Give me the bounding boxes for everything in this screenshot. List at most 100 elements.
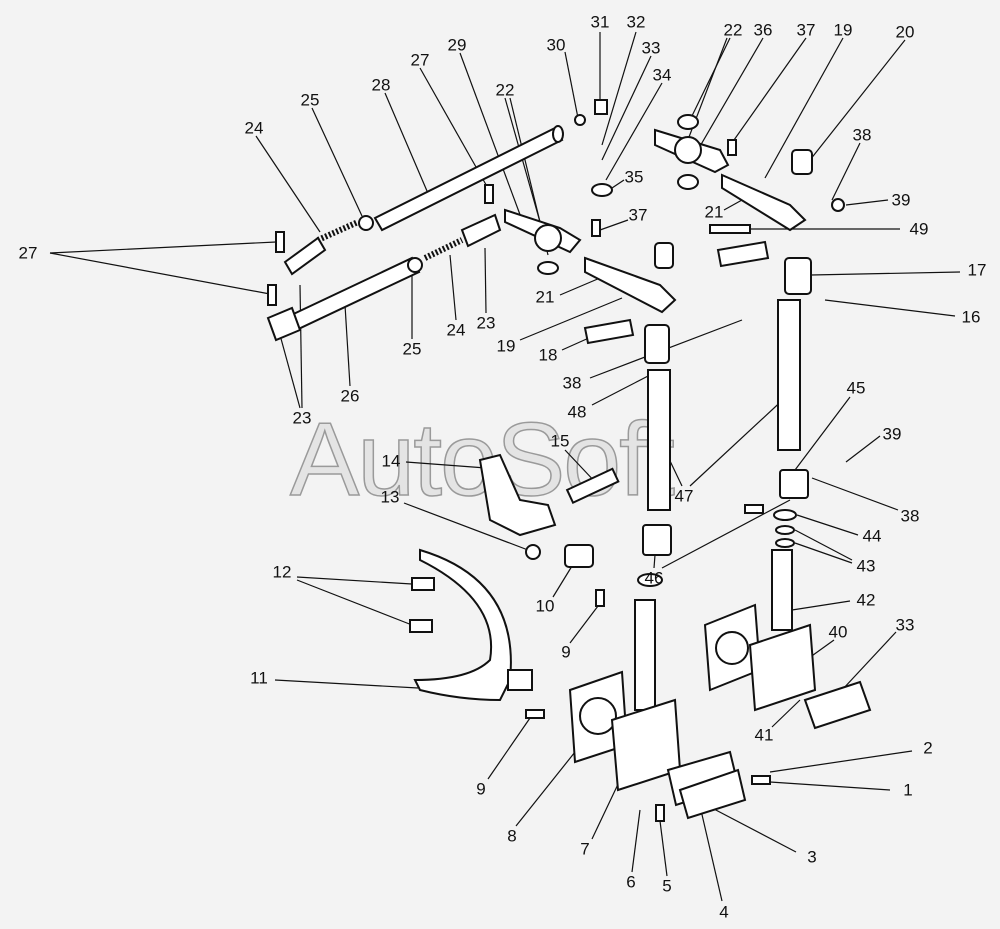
cover-33	[803, 680, 872, 730]
rod-28	[373, 125, 564, 232]
leader-line	[564, 51, 579, 119]
leader-line	[809, 39, 906, 161]
callout-label: 47	[674, 486, 694, 506]
callout-label: 34	[652, 65, 672, 85]
fork-end-lower	[460, 213, 502, 248]
callout-label: 44	[862, 526, 882, 546]
leader-line	[274, 679, 419, 689]
callout-label: 33	[895, 615, 915, 635]
leader-line	[311, 107, 363, 217]
callout-label: 26	[340, 386, 360, 406]
callout-label: 11	[250, 668, 268, 688]
callout-label: 43	[856, 556, 876, 576]
washer-22	[537, 261, 559, 275]
leader-line	[591, 779, 621, 840]
bolt-1	[751, 775, 771, 785]
leader-line	[845, 435, 881, 463]
leader-line	[689, 394, 789, 487]
block-mid	[654, 242, 674, 269]
leader-line	[791, 600, 851, 611]
leader-line	[771, 699, 801, 728]
callout-label: 9	[561, 642, 571, 662]
fork-11	[413, 548, 512, 702]
shaft-left	[634, 599, 656, 711]
leader-line	[689, 37, 731, 121]
bolt-37-right	[727, 139, 737, 156]
hub-22	[534, 224, 562, 252]
leader-line	[569, 605, 599, 644]
callout-label: 27	[18, 243, 38, 263]
leader-line	[49, 241, 277, 254]
shaft-42	[771, 549, 793, 631]
bracket-17	[784, 257, 812, 295]
leader-line	[405, 461, 487, 469]
leader-line	[794, 529, 853, 561]
bolt-45	[744, 504, 764, 514]
ring-43b	[775, 538, 795, 548]
callout-label: 18	[538, 345, 558, 365]
block-46	[642, 524, 672, 556]
plate-17	[716, 240, 770, 268]
leader-line	[691, 37, 764, 161]
callout-label: 46	[644, 568, 664, 588]
callout-label: 10	[535, 596, 555, 616]
leader-line	[515, 751, 576, 827]
callout-label: 42	[856, 590, 876, 610]
bolt-37	[591, 219, 601, 237]
callout-label: 19	[496, 336, 516, 356]
callout-label: 1	[903, 780, 913, 800]
leader-line	[255, 135, 321, 233]
leader-line	[796, 514, 859, 536]
callout-label: 7	[580, 839, 590, 859]
parts	[266, 99, 872, 822]
callout-label: 38	[852, 125, 872, 145]
callout-label: 32	[626, 12, 646, 32]
nut-30	[574, 114, 586, 126]
leader-line	[794, 542, 853, 564]
callout-label: 49	[909, 219, 929, 239]
nut-39	[831, 198, 845, 212]
lever-19	[584, 256, 677, 314]
callout-label: 14	[381, 451, 401, 471]
callout-label: 4	[719, 902, 729, 922]
housing-40	[748, 623, 817, 712]
callout-label: 24	[446, 320, 466, 340]
threaded-end-24-lower	[423, 237, 464, 261]
leader-line	[699, 805, 723, 902]
callout-label: 38	[900, 506, 920, 526]
callout-label: 19	[833, 20, 853, 40]
leader-line	[631, 809, 641, 873]
fork-end-27	[283, 236, 327, 276]
callout-label: 39	[882, 424, 902, 444]
callout-label: 22	[723, 20, 743, 40]
leader-lines	[49, 31, 961, 902]
bolt-27	[275, 231, 285, 253]
leader-line	[49, 252, 271, 295]
fork-14	[478, 453, 557, 537]
bolt-31	[594, 99, 608, 115]
bolt-49	[709, 224, 751, 234]
leader-line	[403, 502, 529, 551]
callout-label: 38	[562, 373, 582, 393]
rod-26	[283, 256, 421, 334]
leader-line	[845, 199, 889, 206]
callout-label: 13	[380, 487, 400, 507]
bolt-5	[655, 804, 665, 822]
callout-label: 21	[535, 287, 555, 307]
shaft-48	[647, 369, 671, 511]
leader-line	[653, 554, 656, 569]
ring-mid	[637, 573, 663, 587]
leader-line	[344, 304, 351, 387]
callout-label: 31	[590, 12, 610, 32]
hub-36	[674, 136, 702, 164]
callout-label: 21	[704, 202, 724, 222]
callout-label: 37	[628, 205, 648, 225]
leader-line	[519, 297, 623, 341]
callout-label: 36	[753, 20, 773, 40]
callout-label: 45	[846, 378, 866, 398]
callout-label: 37	[796, 20, 816, 40]
leader-line	[811, 477, 899, 511]
leader-line	[683, 37, 728, 151]
callout-label: 2	[923, 738, 933, 758]
